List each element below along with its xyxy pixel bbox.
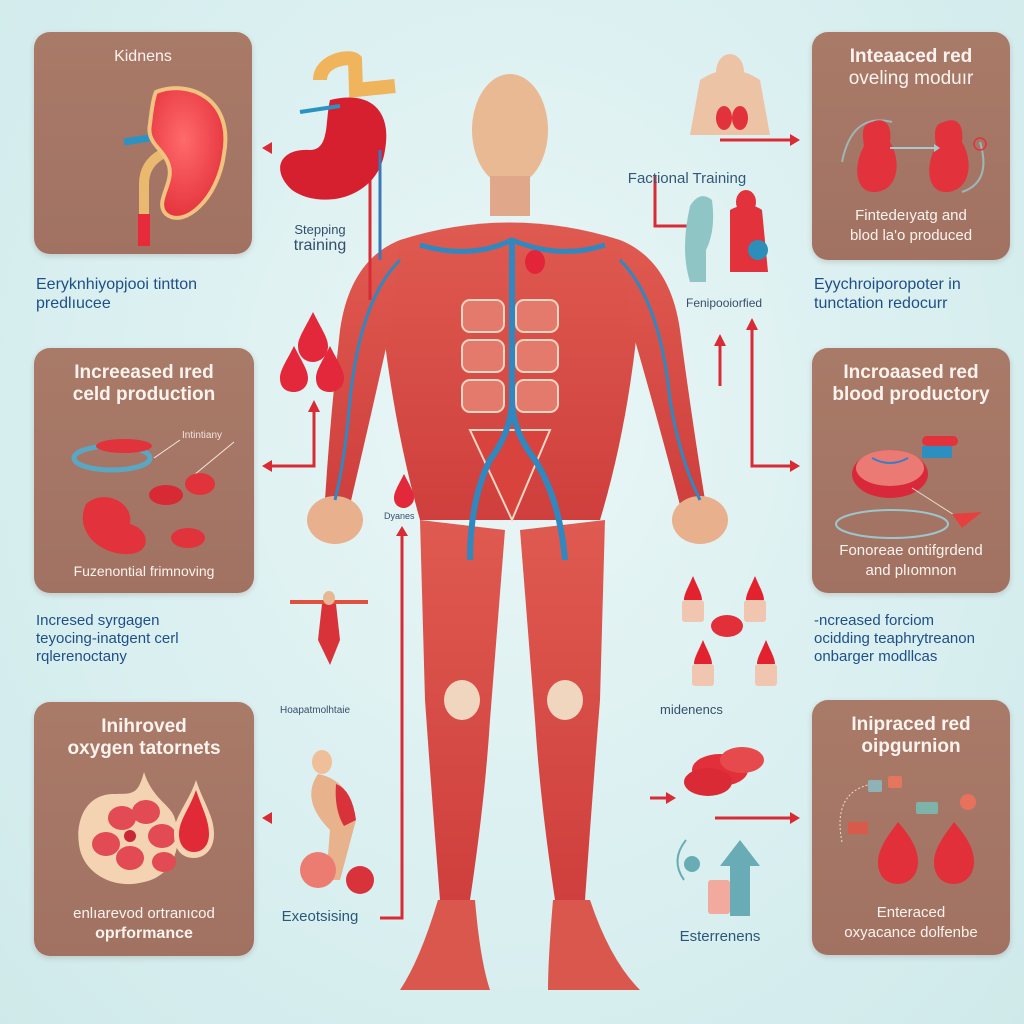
card-title-line2: celd production (72, 384, 216, 405)
kidneys-card: Kidnens (34, 32, 252, 254)
stepping-training-line1: Stepping (294, 222, 346, 237)
card-footer-line1: Enteraced (876, 904, 946, 921)
card-footer-line1: Fintedeıyatg and (855, 207, 967, 224)
hapatmolhtaie-label: Hoapatmolhtaie (280, 705, 351, 716)
right-caption-1-line2: tunctation redocurr (814, 295, 948, 312)
card-footer: Enteraced oxyacance dolfenbe (812, 903, 1010, 943)
organ-pair-icon (841, 119, 987, 193)
increased-red-overing-card: Inteaaced red oveling moduır Fintedeıyat… (812, 32, 1010, 260)
card-footer-line2: oxyacance dolfenbe (844, 924, 978, 941)
card-title-line2: oveling moduır (848, 68, 974, 89)
card-footer: enlıarevod ortranıcod oprformance (34, 904, 254, 944)
left-caption-2-line3: rqlerenoctany (36, 648, 127, 665)
right-caption-2-line3: onbarger modllcas (814, 648, 938, 665)
exercising-label: Exeotsising (281, 908, 359, 925)
stepping-training-line2: training (293, 237, 347, 254)
dyanes-label: Dyanes (384, 511, 415, 521)
left-caption-1: Eeryknhiyopjooi tintton predlıucee (36, 275, 266, 313)
stepping-training-label: Stepping training (280, 222, 360, 255)
card-title-line1: Increeased ıred (74, 362, 214, 383)
left-caption-2: Incresed syrgagen teyocing-inatgent cerl… (36, 612, 286, 666)
card-title-line2: oxygen tatornets (67, 738, 221, 759)
increased-red-blood-card: Incroaased red blood productory Fonoreae… (812, 348, 1010, 593)
experrenens-label: Esterrenens (679, 928, 761, 945)
callout-label: Intintiany (182, 430, 223, 441)
card-footer-line1: Fonoreae ontifgrdend (839, 542, 983, 559)
card-footer: Fonoreae ontifgrdend and plıomnon (812, 541, 1010, 581)
right-caption-2: -ncreased forciom ocidding teaphrytreano… (814, 612, 1024, 666)
red-blood-cells-icon (71, 439, 235, 555)
heart-disc-icon (835, 436, 982, 539)
improved-red-oxygenation-card: Inipraced red oipgurnion Enteraced oxyac… (812, 700, 1010, 955)
card-footer-line2: and plıomnon (865, 562, 957, 579)
right-caption-2-line1: -ncreased forciom (814, 612, 935, 629)
left-caption-1-line2: predlıucee (36, 295, 111, 312)
card-footer: Fuzenontial frimnoving (73, 563, 215, 579)
kidney-icon (123, 86, 228, 246)
fenipodiarted-label: Fenipooiorfied (686, 296, 763, 310)
card-title-line1: Inihroved (101, 716, 187, 737)
card-footer: Fintedeıyatg and blod la'o produced (812, 206, 1010, 246)
kidneys-card-title: Kidnens (114, 48, 172, 65)
card-title-line2: oipgurnion (861, 736, 961, 757)
left-caption-1-line1: Eeryknhiyopjooi tintton (36, 276, 197, 293)
card-title: Inipraced red oipgurnion (812, 700, 1010, 758)
midenencs-label: midenencs (660, 702, 723, 717)
improved-oxygen-card: Inihroved oxygen tatornets enlıarevod or… (34, 702, 254, 956)
left-caption-2-line1: Incresed syrgagen (36, 612, 160, 629)
right-caption-1: Eyychroiporopoter in tunctation redocurr (814, 275, 1024, 313)
blood-drops-icon (839, 776, 976, 884)
card-title-line1: Incroaased red (843, 362, 979, 383)
functional-training-label: Factional Training (627, 170, 747, 187)
card-title: Incroaased red blood productory (812, 348, 1010, 406)
card-title: Inihroved oxygen tatornets (34, 702, 254, 760)
card-footer-line2: blod la'o produced (849, 227, 973, 244)
right-caption-2-line2: ocidding teaphrytreanon (814, 630, 975, 647)
card-footer-line1: enlıarevod ortranıcod (73, 905, 215, 922)
card-title-line1: Inipraced red (851, 714, 971, 735)
card-title: Increeased ıred celd production (34, 348, 254, 406)
card-title: Inteaaced red oveling moduır (812, 32, 1010, 90)
left-caption-2-line2: teyocing-inatgent cerl (36, 630, 179, 647)
card-title-line1: Inteaaced red (849, 46, 973, 67)
right-caption-1-line1: Eyychroiporopoter in (814, 276, 961, 293)
card-title-line2: blood productory (832, 384, 990, 405)
card-footer-line2: oprformance (95, 925, 193, 942)
lung-tissue-icon (78, 772, 214, 885)
increased-red-cell-card: Increeased ıred celd production Intintia… (34, 348, 254, 593)
